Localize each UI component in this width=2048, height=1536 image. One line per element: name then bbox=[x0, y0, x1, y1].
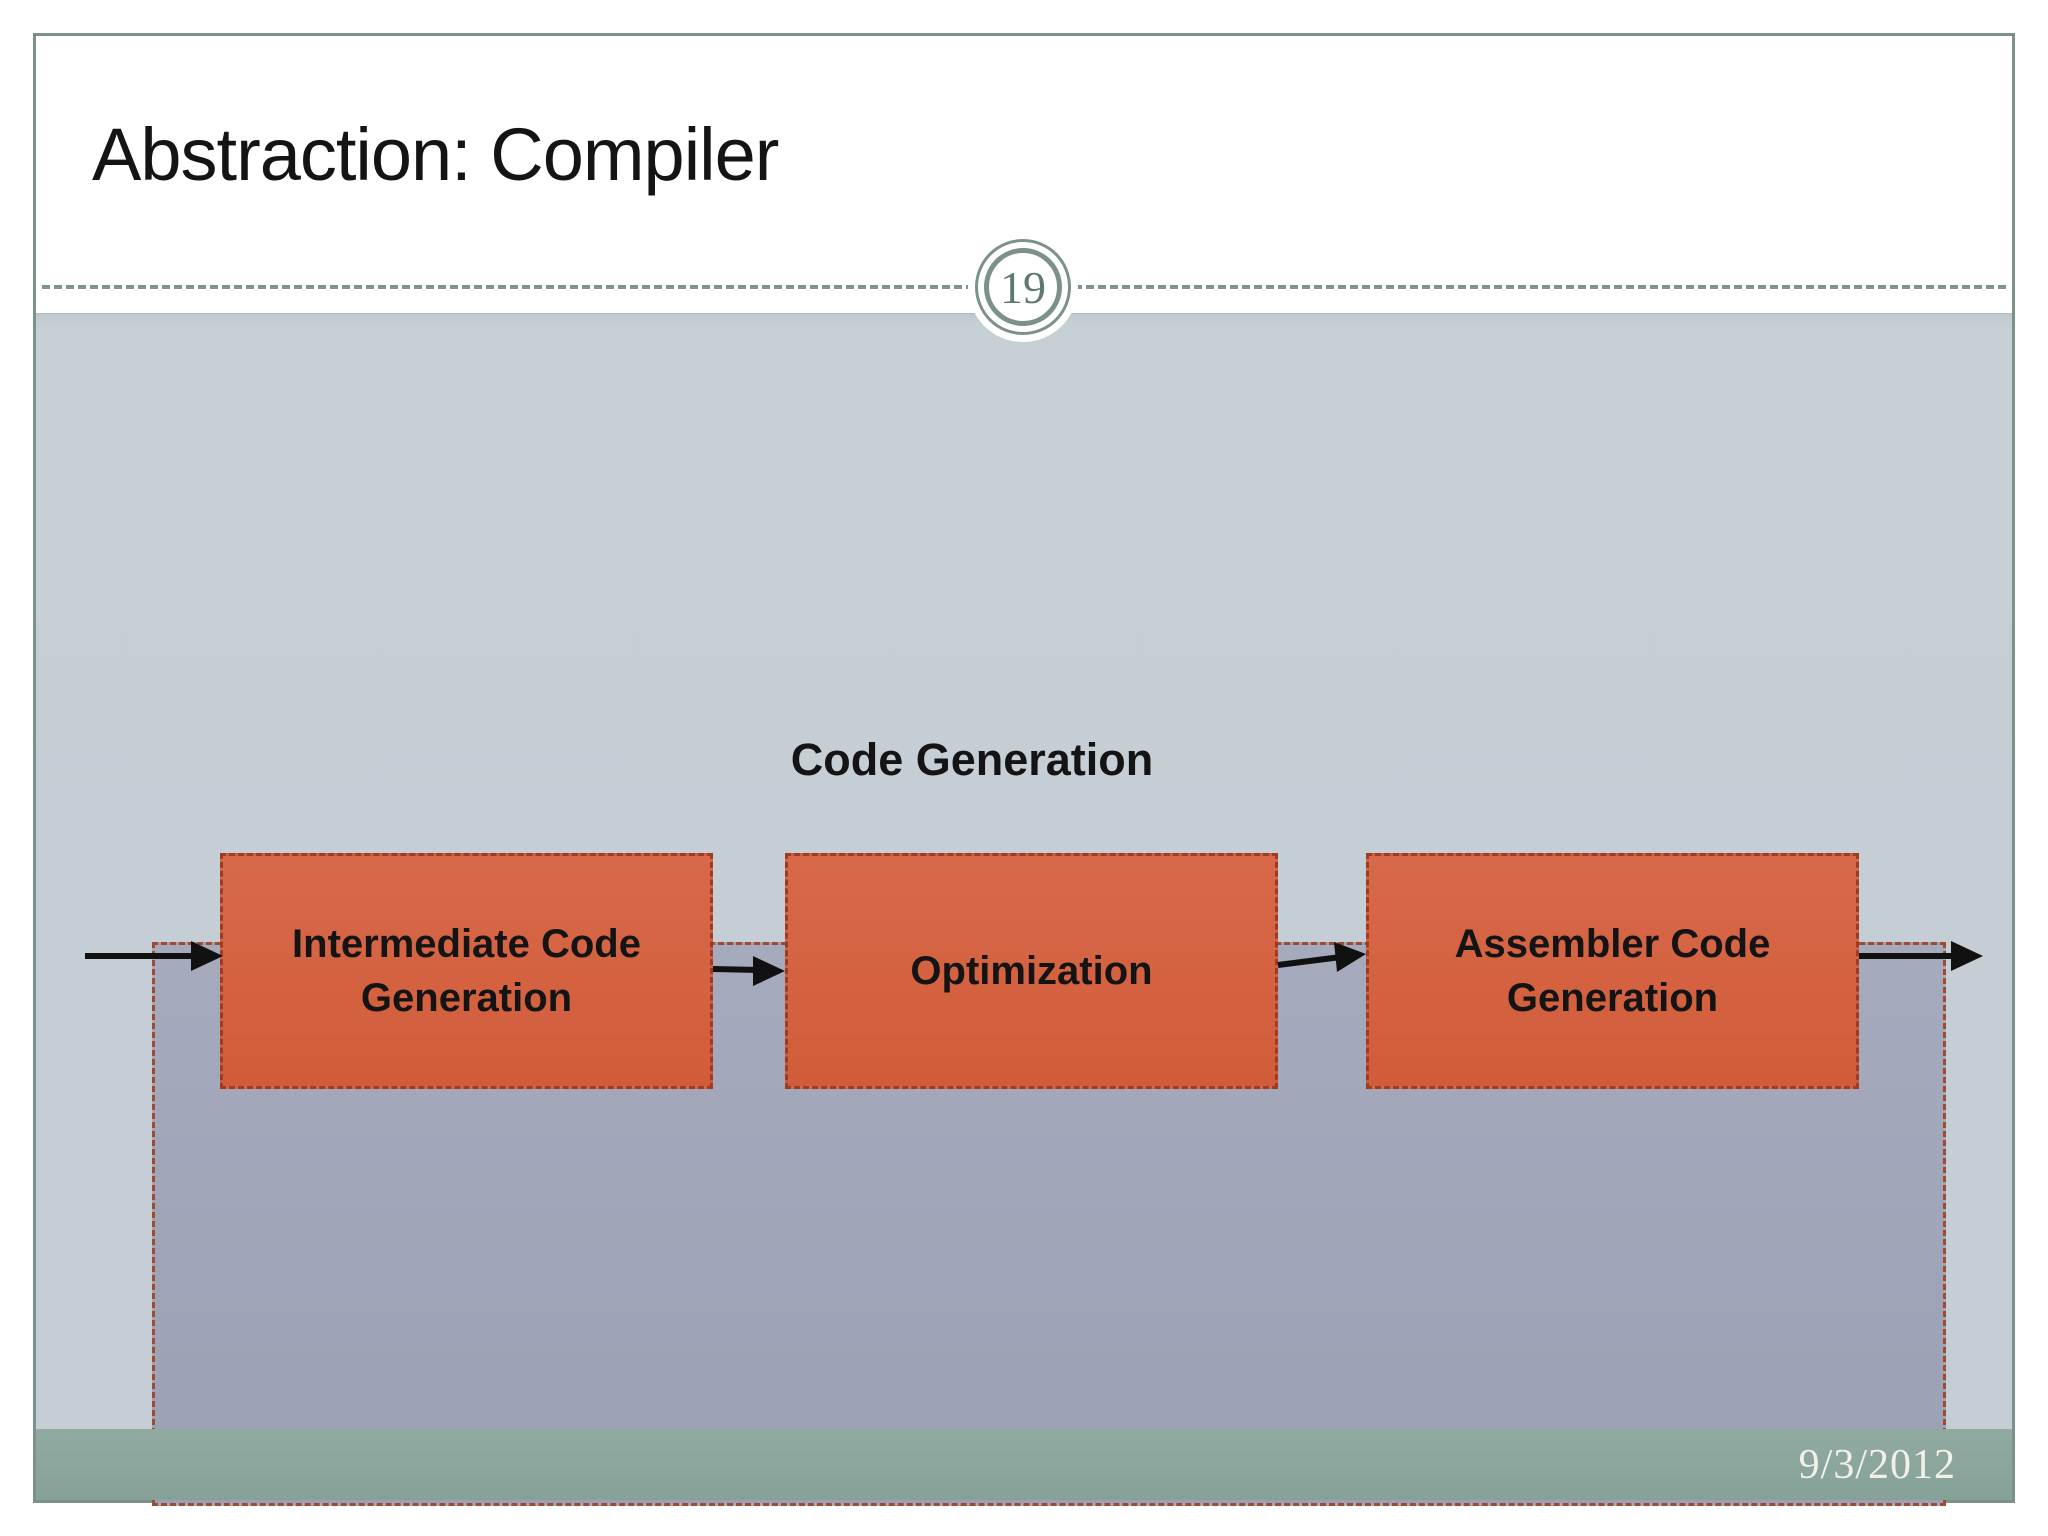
slide: Abstraction: Compiler Code Generation In… bbox=[33, 33, 2015, 1506]
page-number-badge: 19 bbox=[968, 232, 1078, 342]
stage-label: Assembler Code Generation bbox=[1454, 922, 1771, 1020]
container-label: Code Generation bbox=[790, 734, 1154, 785]
badge-outer-ring bbox=[975, 239, 1071, 335]
badge-inner-ring: 19 bbox=[984, 248, 1062, 326]
stage-intermediate-code-generation: Intermediate Code Generation bbox=[220, 853, 713, 1089]
stage-optimization: Optimization bbox=[785, 853, 1278, 1089]
slide-title: Abstraction: Compiler bbox=[92, 113, 779, 196]
footer-bar: 9/3/2012 bbox=[36, 1429, 2012, 1500]
stage-label: Intermediate Code Generation bbox=[292, 922, 641, 1020]
footer-date: 9/3/2012 bbox=[1798, 1441, 1956, 1488]
stage-label: Optimization bbox=[910, 949, 1153, 993]
page-number: 19 bbox=[1000, 262, 1046, 313]
stage-assembler-code-generation: Assembler Code Generation bbox=[1366, 853, 1859, 1089]
